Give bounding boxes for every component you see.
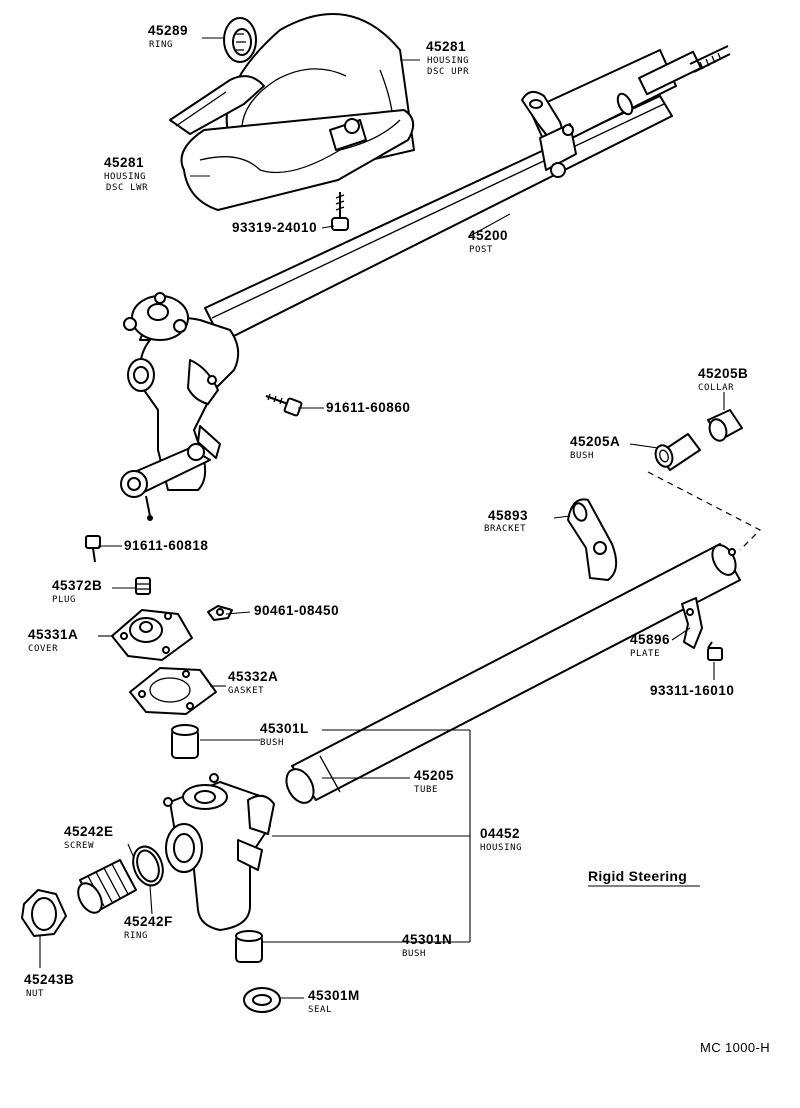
leader-lines bbox=[39, 37, 725, 999]
part-name-ring: RING bbox=[149, 40, 174, 50]
part-number-45242f: 45242F bbox=[124, 914, 173, 929]
seal-45301m-drawing bbox=[243, 987, 281, 1013]
upper-gearbox-drawing bbox=[120, 292, 240, 521]
column-post-45200-drawing bbox=[204, 45, 731, 343]
part-name-gasket: GASKET bbox=[228, 686, 265, 696]
part-name-housing: HOUSING bbox=[427, 56, 470, 66]
collar-bush-drawing bbox=[654, 409, 743, 471]
bush-45301n-drawing bbox=[235, 930, 263, 963]
bolt-91611-60860-drawing bbox=[265, 393, 303, 417]
screw-45242e-drawing bbox=[77, 859, 137, 914]
part-name-bush: BUSH bbox=[570, 451, 595, 461]
part-number-45896: 45896 bbox=[630, 632, 671, 647]
cover-45331a-drawing bbox=[111, 609, 193, 661]
part-number-93319-24010: 93319-24010 bbox=[232, 220, 318, 235]
diagram-title: Rigid Steering bbox=[588, 868, 688, 884]
part-number-45301n: 45301N bbox=[402, 932, 453, 947]
plate-45896-drawing bbox=[681, 597, 723, 661]
part-number-91611-60860: 91611-60860 bbox=[326, 400, 411, 415]
part-number-45205: 45205 bbox=[414, 768, 455, 783]
housing-lower-drawing bbox=[180, 109, 415, 211]
part-name-dsc-lwr: DSC LWR bbox=[106, 183, 149, 193]
part-name-housing: HOUSING bbox=[480, 843, 523, 853]
assembly-dashline bbox=[647, 471, 762, 551]
bracket-45893-drawing bbox=[567, 498, 618, 581]
gasket-45332a-drawing bbox=[129, 667, 217, 715]
part-name-collar: COLLAR bbox=[698, 383, 735, 393]
part-name-tube: TUBE bbox=[414, 785, 439, 795]
part-name-ring: RING bbox=[124, 931, 149, 941]
nut-45243b-drawing bbox=[21, 889, 67, 937]
housing-04452-drawing bbox=[163, 773, 275, 931]
part-number-45331a: 45331A bbox=[28, 627, 79, 642]
part-number-45332a: 45332A bbox=[228, 669, 279, 684]
tube-45205-drawing bbox=[285, 543, 741, 804]
part-number-45289: 45289 bbox=[148, 23, 189, 38]
part-name-cover: COVER bbox=[28, 644, 59, 654]
part-number-90461-08450: 90461-08450 bbox=[254, 603, 340, 618]
part-name-bush: BUSH bbox=[402, 949, 427, 959]
part-number-45372b: 45372B bbox=[52, 578, 103, 593]
washer-90461-drawing bbox=[207, 605, 233, 621]
part-number-45243b: 45243B bbox=[24, 972, 75, 987]
part-name-plug: PLUG bbox=[52, 595, 77, 605]
part-number-45205a: 45205A bbox=[570, 434, 621, 449]
part-number-45301l: 45301L bbox=[260, 721, 309, 736]
plug-45372b-drawing bbox=[135, 577, 151, 595]
part-name-seal: SEAL bbox=[308, 1005, 333, 1015]
part-name-bush: BUSH bbox=[260, 738, 285, 748]
part-number-45281-lower: 45281 bbox=[104, 155, 145, 170]
part-name-plate: PLATE bbox=[630, 649, 661, 659]
part-number-45205b: 45205B bbox=[698, 366, 749, 381]
part-number-45242e: 45242E bbox=[64, 824, 114, 839]
bush-45301l-drawing bbox=[171, 724, 199, 759]
part-name-dsc-upr: DSC UPR bbox=[427, 67, 470, 77]
part-number-93311-16010: 93311-16010 bbox=[650, 683, 735, 698]
part-number-45200: 45200 bbox=[468, 228, 509, 243]
part-name-bracket: BRACKET bbox=[484, 524, 527, 534]
bolt-91611-60818-drawing bbox=[85, 535, 101, 563]
part-name-post: POST bbox=[469, 245, 494, 255]
ring-45242f-drawing bbox=[132, 845, 164, 887]
part-number-45281-upper: 45281 bbox=[426, 39, 467, 54]
part-name-screw: SCREW bbox=[64, 841, 95, 851]
catalog-code: MC 1000-H bbox=[700, 1040, 771, 1055]
ring-45289-drawing bbox=[223, 17, 257, 63]
part-name-nut: NUT bbox=[26, 989, 45, 999]
part-number-04452: 04452 bbox=[480, 826, 521, 841]
part-number-45893: 45893 bbox=[488, 508, 529, 523]
part-number-91611-60818: 91611-60818 bbox=[124, 538, 209, 553]
bolt-93319-drawing bbox=[331, 192, 349, 231]
part-name-housing: HOUSING bbox=[104, 172, 147, 182]
part-number-45301m: 45301M bbox=[308, 988, 360, 1003]
